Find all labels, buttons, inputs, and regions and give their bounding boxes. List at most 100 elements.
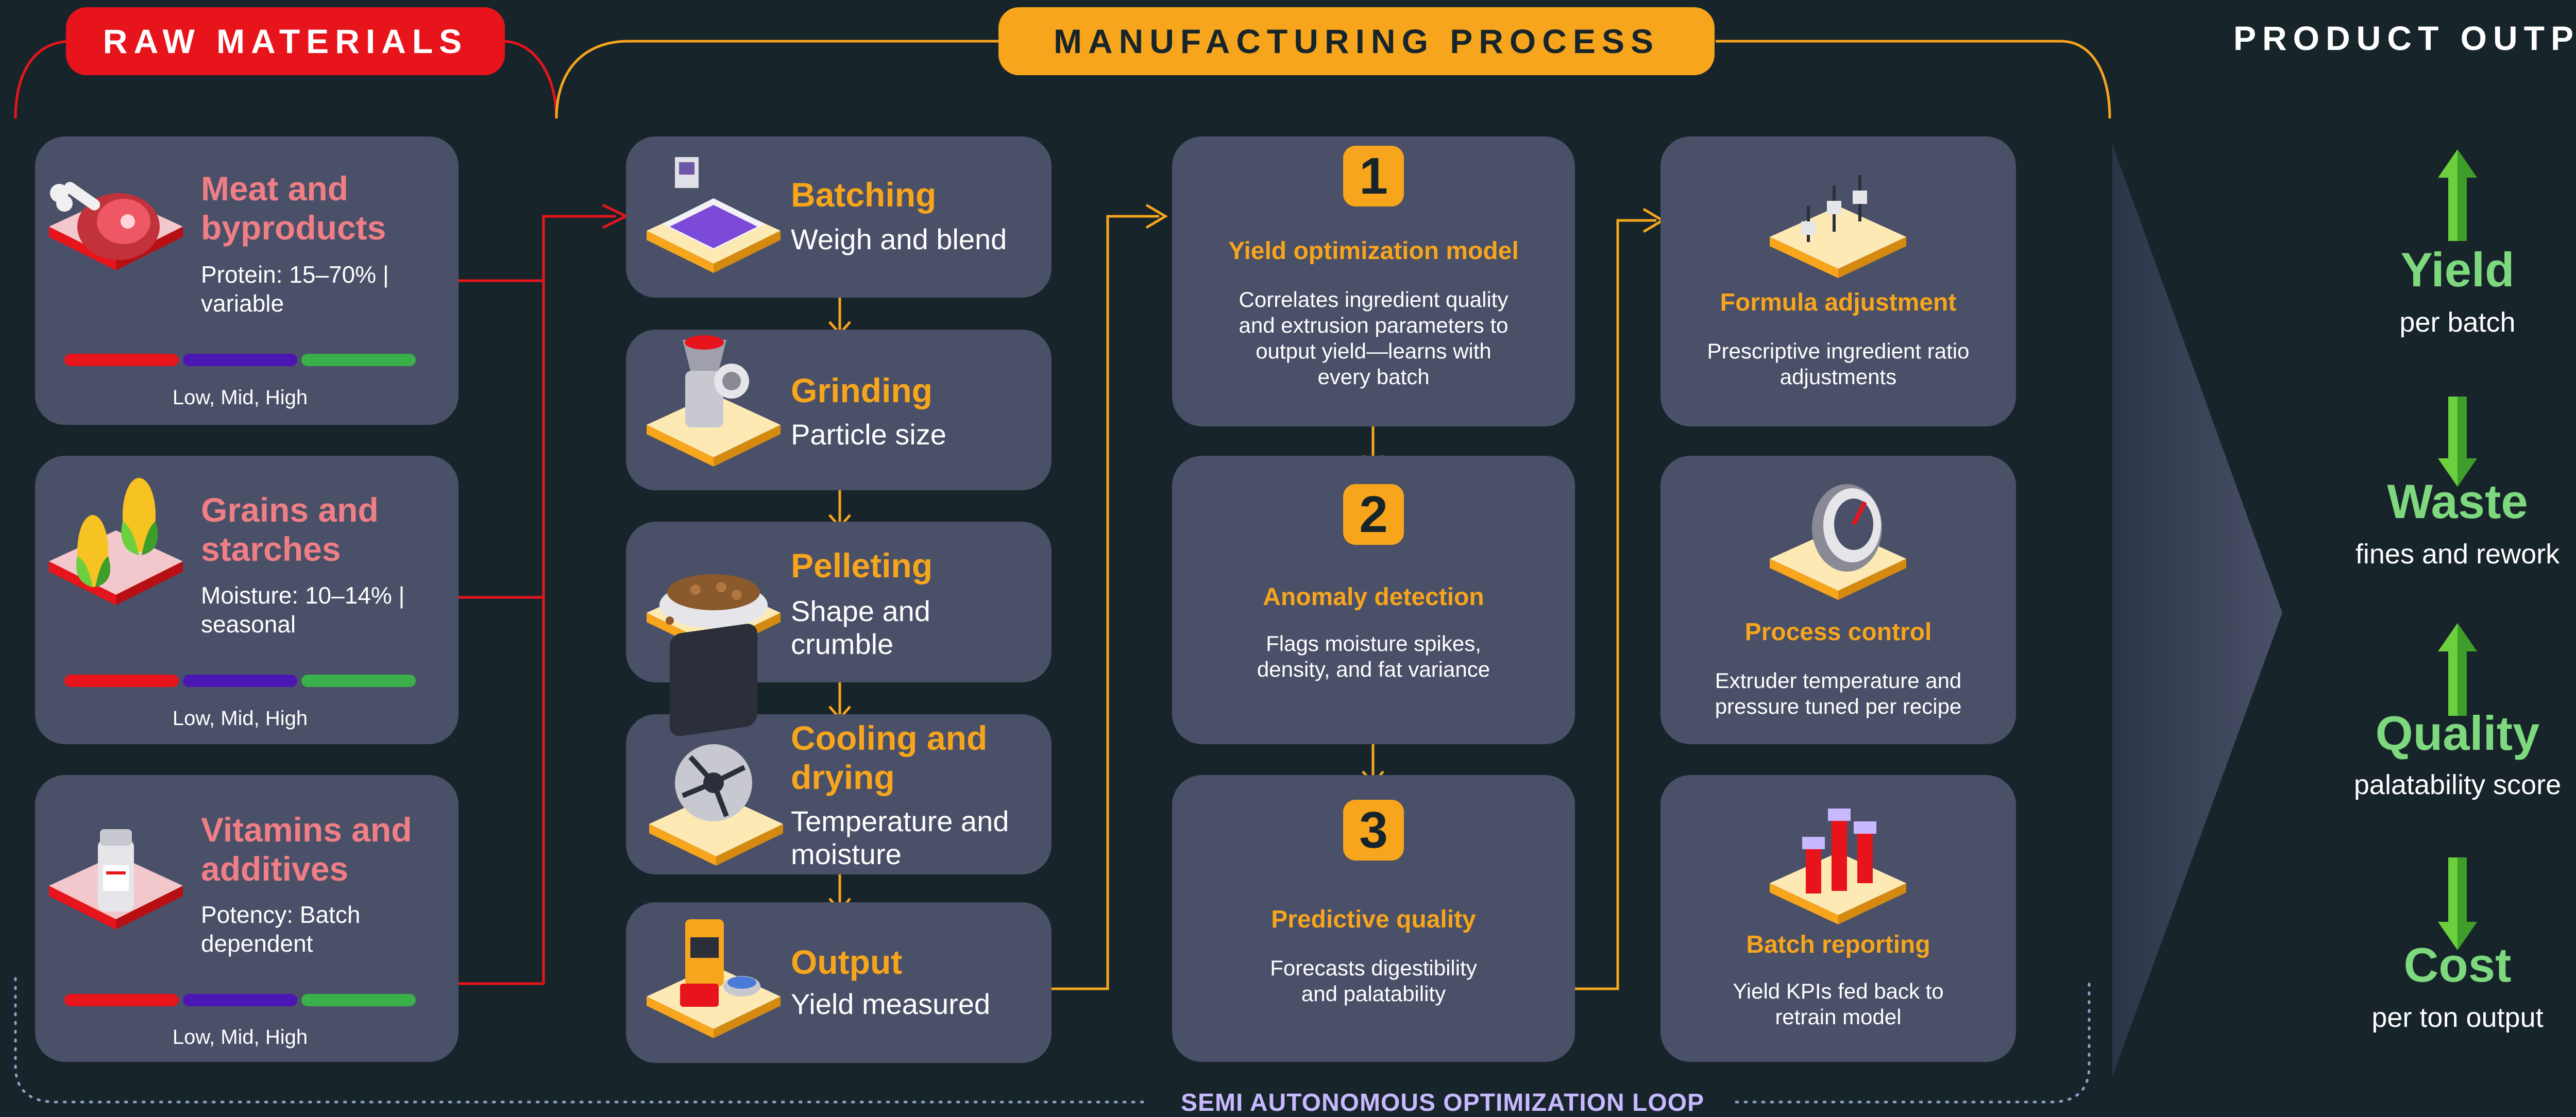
raw-desc-grains-line2: seasonal [201, 611, 296, 638]
step-desc-output-line1: Yield measured [791, 988, 991, 1020]
step-desc-batching-line1: Weigh and blend [791, 223, 1007, 255]
optimization-loop-label: SEMI AUTONOMOUS OPTIMIZATION LOOP [1180, 1089, 1705, 1116]
raw-title-vitamins: Vitamins and additives [201, 810, 412, 888]
raw-title-vitamins-line2: additives [201, 850, 349, 888]
action-desc-batch: Yield KPIs fed back to retrain model [1660, 978, 2016, 1030]
step-desc-grinding: Particle size [791, 418, 946, 451]
arrow-up-icon [2438, 623, 2477, 716]
level-bar-high [301, 354, 416, 366]
action-title-process: Process control [1744, 618, 1932, 646]
step-desc-pelleting-line1: Shape and [791, 595, 930, 627]
raw-materials-header: RAW MATERIALS [66, 7, 505, 75]
raw-title-meat-line1: Meat and [201, 169, 349, 208]
level-bar-high [301, 675, 416, 687]
level-bar-low [64, 354, 179, 366]
arrow-up-icon [2438, 149, 2477, 241]
step-title-pelleting: Pelleting [791, 546, 933, 585]
model-desc-line: Forecasts digestibility [1270, 956, 1477, 980]
action-title-batch: Batch reporting [1746, 931, 1930, 958]
action-desc-line: adjustments [1780, 365, 1897, 389]
step-desc-output: Yield measured [791, 988, 990, 1021]
arrow-down-icon [2438, 397, 2477, 487]
raw-desc-grains: Moisture: 10–14% | seasonal [201, 581, 405, 639]
model-desc-line: output yield—learns with [1256, 339, 1492, 363]
raw-materials-header-label: RAW MATERIALS [103, 22, 468, 60]
raw-desc-grains-line1: Moisture: 10–14% | [201, 582, 405, 609]
step-desc-pelleting: Shape and crumble [791, 595, 930, 661]
level-bar-mid [183, 994, 297, 1006]
product-outputs-header: PRODUCT OUTPUTS [2233, 19, 2576, 57]
output-cost: Cost [2403, 938, 2512, 992]
action-desc-line: Extruder temperature and [1715, 668, 1962, 693]
action-desc-line: Yield KPIs fed back to [1733, 979, 1944, 1003]
model-desc-line: Flags moisture spikes, [1266, 631, 1481, 656]
step-number-badge: 2 [1343, 484, 1404, 545]
step-title-batching-line1: Batching [791, 176, 937, 214]
action-title-formula: Formula adjustment [1720, 289, 1957, 316]
levels-legend: Low, Mid, High [172, 707, 308, 730]
step-desc-cooling: Temperature and moisture [791, 805, 1009, 871]
model-title-anomaly: Anomaly detection [1263, 583, 1484, 611]
raw-title-grains-line2: starches [201, 530, 341, 568]
output-yield: Yield [2400, 243, 2515, 297]
step-desc-cooling-line1: Temperature and [791, 805, 1009, 837]
raw-title-vitamins-line1: Vitamins and [201, 811, 412, 849]
step-title-pelleting-line1: Pelleting [791, 546, 933, 585]
level-bar-mid [183, 354, 297, 366]
action-desc-formula: Prescriptive ingredient ratio adjustment… [1660, 338, 2016, 390]
output-waste-sub: fines and rework [2355, 539, 2560, 570]
levels-legend: Low, Mid, High [172, 386, 308, 409]
step-desc-grinding-line1: Particle size [791, 418, 946, 451]
model-desc-line: Correlates ingredient quality [1239, 287, 1509, 312]
step-title-grinding-line1: Grinding [791, 371, 933, 409]
model-desc-line: every batch [1317, 365, 1430, 389]
model-desc-line: and palatability [1301, 982, 1446, 1006]
step-title-output-line1: Output [791, 943, 903, 981]
arrow-down-icon [2438, 857, 2477, 950]
raw-card-meat [35, 136, 459, 425]
step-title-batching: Batching [791, 175, 936, 214]
raw-title-grains-line1: Grains and [201, 491, 379, 529]
model-desc-anomaly: Flags moisture spikes, density, and fat … [1172, 631, 1575, 682]
level-bar-low [64, 994, 179, 1006]
raw-desc-vitamins-line1: Potency: Batch [201, 901, 361, 928]
raw-desc-meat: Protein: 15–70% | variable [201, 260, 389, 318]
model-desc-yield: Correlates ingredient quality and extrus… [1172, 287, 1575, 390]
raw-desc-meat-line2: variable [201, 290, 284, 317]
output-yield-sub: per batch [2399, 307, 2516, 338]
raw-title-grains: Grains and starches [201, 490, 379, 569]
step-title-cooling-line2: drying [791, 758, 895, 796]
model-title-predictive: Predictive quality [1271, 906, 1476, 933]
manufacturing-header-label: MANUFACTURING PROCESS [1053, 22, 1660, 60]
step-title-cooling: Cooling and drying [791, 718, 987, 797]
raw-title-meat: Meat and byproducts [201, 169, 386, 247]
levels-legend: Low, Mid, High [172, 1026, 308, 1049]
raw-title-meat-line2: byproducts [201, 209, 386, 247]
step-desc-batching: Weigh and blend [791, 223, 1007, 256]
step-title-grinding: Grinding [791, 371, 933, 410]
model-desc-line: and extrusion parameters to [1239, 313, 1509, 337]
output-waste: Waste [2387, 474, 2528, 528]
action-card-formula [1660, 136, 2016, 426]
model-title-yield: Yield optimization model [1228, 237, 1519, 265]
level-bar-mid [183, 675, 297, 687]
level-bar-high [301, 994, 416, 1006]
action-desc-process: Extruder temperature and pressure tuned … [1660, 668, 2016, 719]
step-number-badge: 1 [1343, 146, 1404, 207]
manufacturing-header: MANUFACTURING PROCESS [998, 7, 1715, 75]
action-desc-line: pressure tuned per recipe [1715, 694, 1962, 718]
raw-desc-meat-line1: Protein: 15–70% | [201, 261, 389, 288]
output-quality-sub: palatability score [2353, 769, 2562, 800]
step-title-output: Output [791, 942, 902, 982]
step-number-badge: 3 [1343, 800, 1404, 861]
